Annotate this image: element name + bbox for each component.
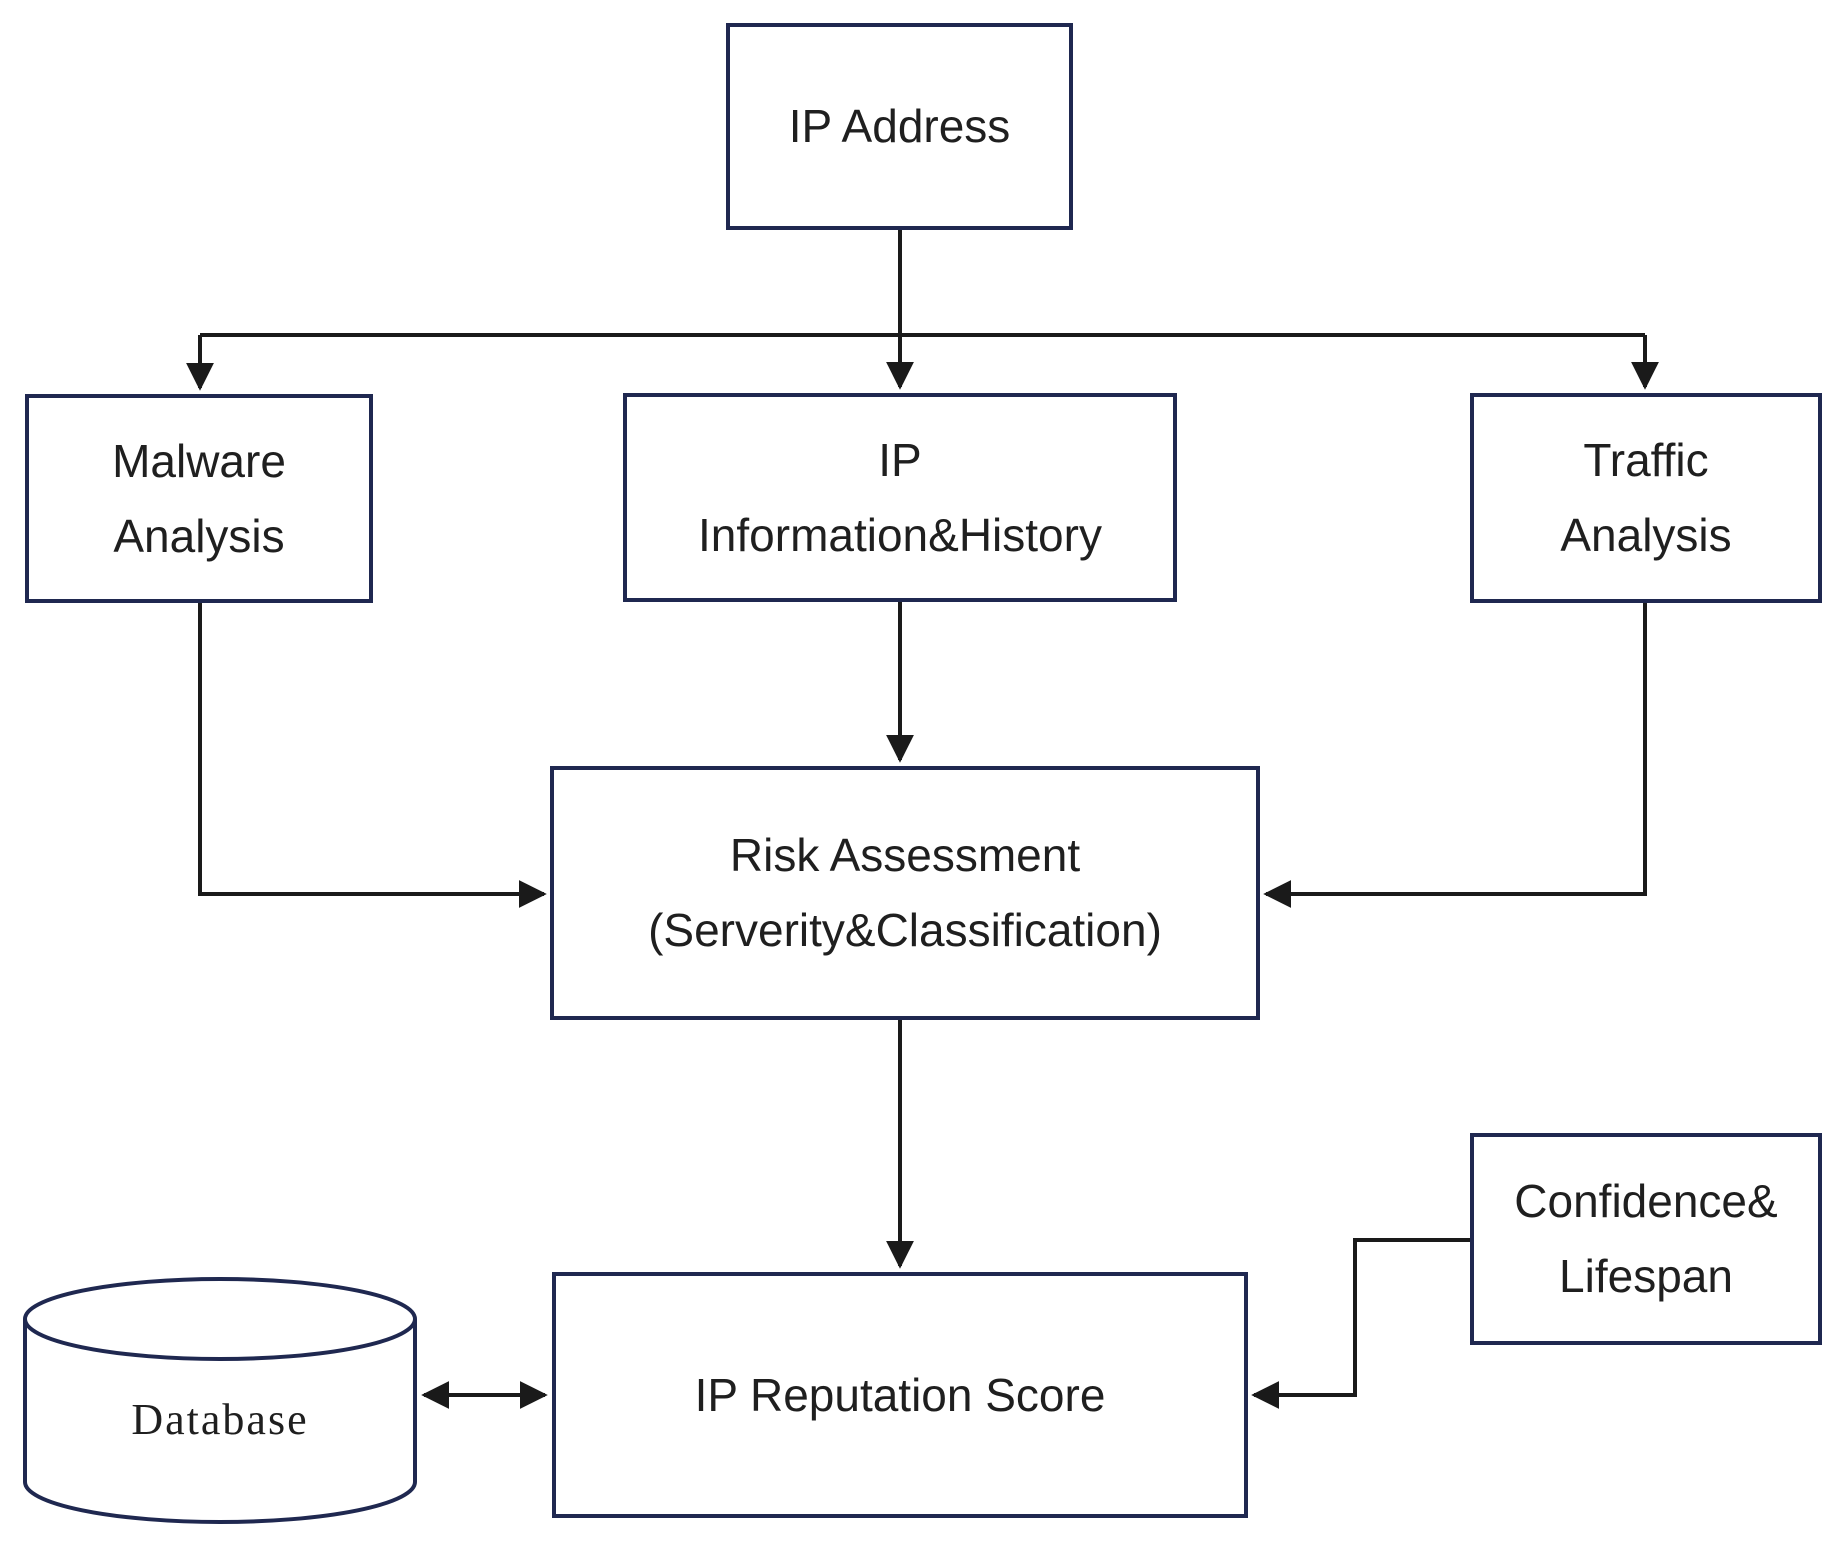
node-traffic-label-line1: Traffic	[1583, 434, 1709, 487]
node-ip-rep-label: IP Reputation Score	[694, 1368, 1106, 1421]
node-ip-info-label-line2: Information&History	[698, 508, 1102, 561]
node-malware-analysis: Malware Analysis	[25, 394, 373, 603]
connector-ipaddress-stem	[200, 230, 1645, 337]
node-traffic-analysis: Traffic Analysis	[1470, 393, 1822, 603]
node-ip-address-label: IP Address	[788, 100, 1011, 153]
node-risk-assessment: Risk Assessment (Serverity&Classificatio…	[550, 766, 1260, 1020]
node-confidence-label-line2: Lifespan	[1559, 1250, 1733, 1302]
node-malware-label-line2: Analysis	[113, 509, 285, 562]
connector-traffic-to-risk	[1263, 603, 1647, 908]
node-confidence-lifespan: Confidence& Lifespan	[1470, 1133, 1822, 1345]
node-malware-label-line1: Malware	[112, 434, 286, 487]
connector-malware-to-risk	[198, 603, 547, 908]
node-ip-information-history: IP Information&History	[623, 393, 1177, 602]
node-risk-label-line1: Risk Assessment	[729, 829, 1081, 882]
database-cylinder-icon	[23, 1277, 417, 1524]
node-ip-info-label-line1: IP	[878, 433, 922, 486]
node-ip-address: IP Address	[726, 23, 1073, 230]
node-confidence-label-line1: Confidence&	[1514, 1175, 1778, 1228]
connector-confidence-to-iprep	[1251, 1238, 1470, 1409]
node-risk-label-line2: (Serverity&Classification)	[648, 904, 1162, 956]
node-database-label: Database	[131, 1395, 309, 1444]
node-ip-reputation-score: IP Reputation Score	[552, 1272, 1248, 1518]
node-traffic-label-line2: Analysis	[1560, 509, 1732, 561]
